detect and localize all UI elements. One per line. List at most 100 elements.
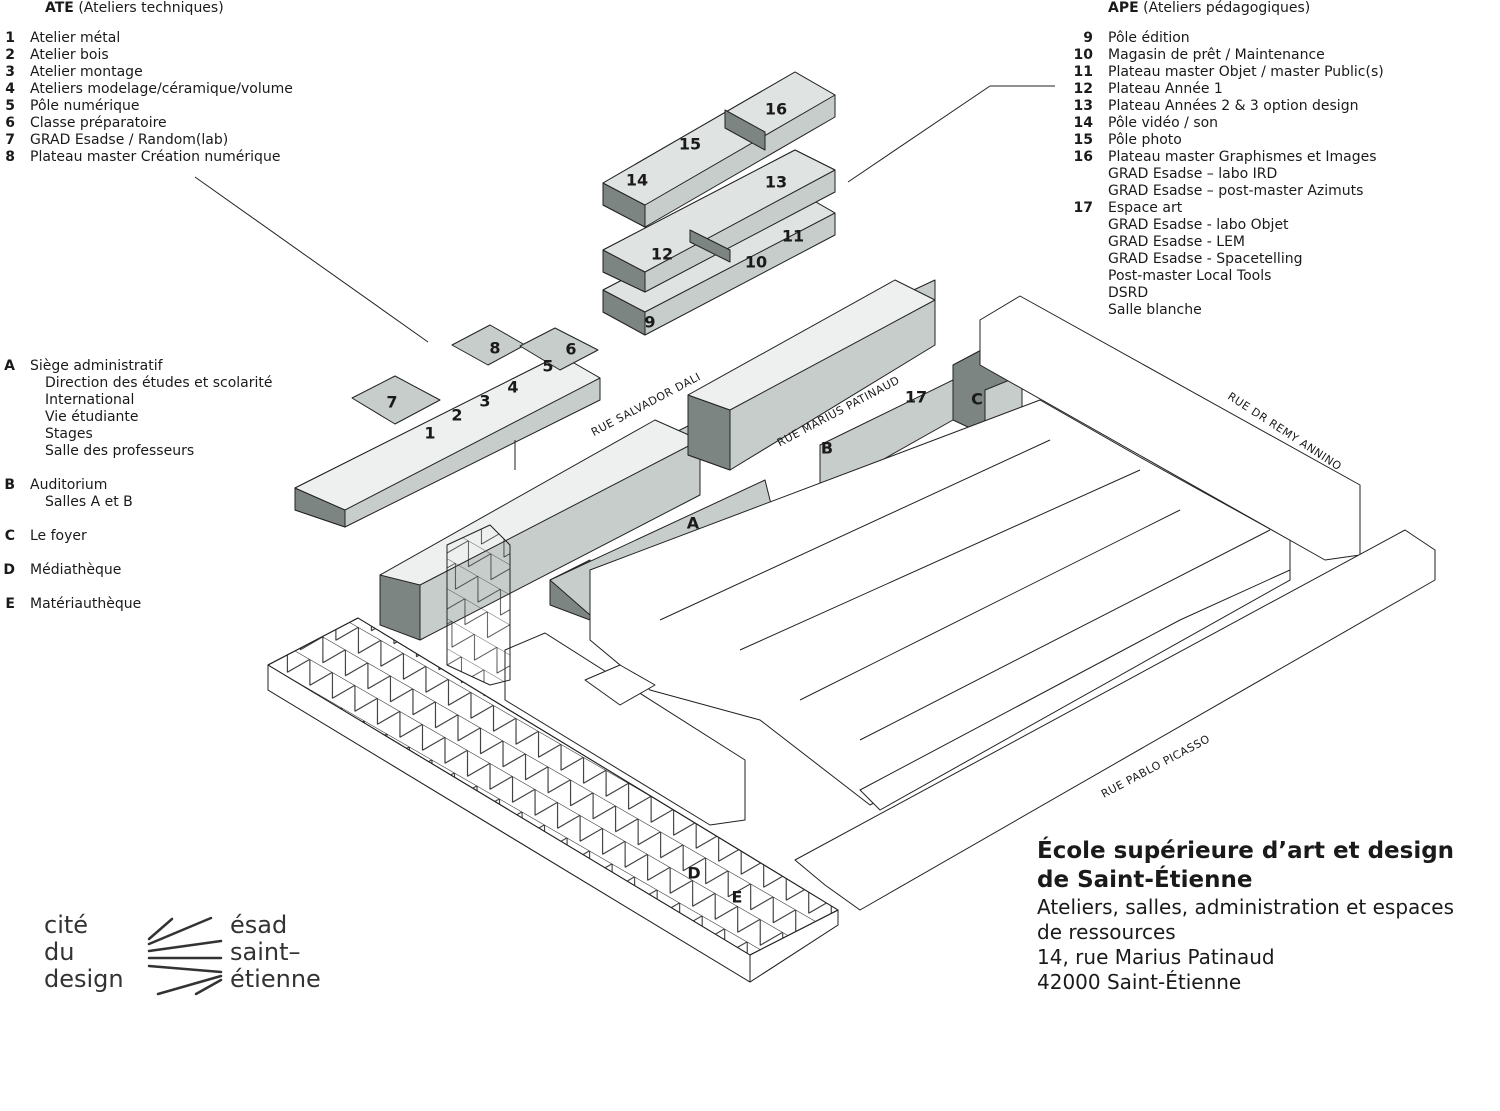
legend-subitem: GRAD Esadse – post-master Azimuts — [1108, 183, 1364, 199]
map-label-13: 13 — [764, 172, 788, 192]
item-label: Matériauthèque — [30, 596, 142, 612]
ate-legend: ATE (Ateliers techniques) 1 Atelier métal… — [0, 0, 293, 166]
ate-title: (Ateliers techniques) — [78, 0, 224, 16]
item-label: Pôle vidéo / son — [1108, 115, 1219, 131]
item-label: Plateau master Création numérique — [30, 149, 281, 165]
item-num: 8 — [5, 149, 15, 165]
item-label: GRAD Esadse / Random(lab) — [30, 132, 229, 148]
legend-building-c: C Le foyer — [0, 528, 273, 545]
item-num: 11 — [1073, 64, 1093, 80]
building-b — [687, 279, 936, 471]
item-label: Atelier métal — [30, 30, 121, 46]
ate-abbr: ATE — [45, 0, 74, 16]
lattice-tower — [446, 524, 511, 686]
item-num: 13 — [1073, 98, 1093, 114]
school-desc-line2: de ressources — [1037, 920, 1176, 944]
legend-item: 1 Atelier métal — [0, 30, 293, 47]
map-label-14: 14 — [625, 170, 649, 190]
item-label: Le foyer — [30, 528, 87, 544]
map-label-e: E — [731, 887, 743, 907]
item-label: Plateau master Objet / master Public(s) — [1108, 64, 1384, 80]
item-num: 5 — [5, 98, 15, 114]
map-label-a: A — [686, 513, 700, 533]
school-desc-line1: Ateliers, salles, administration et espa… — [1037, 895, 1455, 919]
item-letter: E — [5, 596, 15, 612]
item-num: 10 — [1073, 47, 1093, 63]
logo-text: ésad — [230, 911, 288, 939]
item-label: Auditorium — [30, 477, 108, 493]
map-label-11: 11 — [781, 226, 805, 246]
item-num: 12 — [1073, 81, 1093, 97]
map-label-b: B — [820, 438, 834, 458]
school-name-line1: École supérieure d’art et design — [1037, 838, 1455, 864]
legend-subitem: GRAD Esadse - Spacetelling — [1108, 251, 1303, 267]
map-label-1: 1 — [424, 423, 436, 443]
map-label-16: 16 — [764, 99, 788, 119]
ape-title: (Ateliers pédagogiques) — [1143, 0, 1311, 16]
item-label: Plateau master Graphismes et Images — [1108, 149, 1377, 165]
school-address-line2: 42000 Saint-Étienne — [1037, 970, 1242, 994]
legend-item: 4 Ateliers modelage/céramique/volume — [0, 81, 293, 98]
ape-legend: APE (Ateliers pédagogiques) 9 Pôle éditio… — [1060, 0, 1384, 319]
legend-subitem: Post-master Local Tools — [1108, 268, 1272, 284]
item-num: 9 — [1083, 30, 1093, 46]
item-num: 2 — [5, 47, 15, 63]
logo-text: saint– — [230, 938, 301, 966]
item-label: Classe préparatoire — [30, 115, 167, 131]
map-label-d: D — [687, 863, 701, 883]
item-label: Atelier bois — [30, 47, 109, 63]
map-label-2: 2 — [451, 405, 463, 425]
legend-subitem: Direction des études et scolarité — [45, 375, 273, 391]
legend-subitem: GRAD Esadse - LEM — [1108, 234, 1246, 250]
ape-abbr: APE — [1108, 0, 1139, 16]
building-d-e — [267, 617, 839, 983]
map-label-7: 7 — [386, 392, 398, 412]
item-num: 6 — [5, 115, 15, 131]
legend-item: 6 Classe préparatoire — [0, 115, 293, 132]
map-label-3: 3 — [479, 391, 491, 411]
item-num: 4 — [5, 81, 15, 97]
legend-subitem: DSRD — [1108, 285, 1149, 301]
legend-item: 14 Pôle vidéo / son — [1060, 115, 1384, 132]
ape-floors — [602, 71, 836, 336]
legend-subitem: International — [45, 392, 135, 408]
item-letter: C — [4, 528, 15, 544]
item-num: 14 — [1073, 115, 1093, 131]
ate-floor — [294, 324, 601, 528]
school-name-line2: de Saint-Étienne — [1037, 867, 1253, 893]
item-label: Espace art — [1108, 200, 1183, 216]
item-letter: D — [3, 562, 15, 578]
item-label: Pôle photo — [1108, 132, 1182, 148]
legend-subitem: GRAD Esadse - labo Objet — [1108, 217, 1289, 233]
item-label: Plateau Années 2 & 3 option design — [1108, 98, 1359, 114]
item-label: Ateliers modelage/céramique/volume — [30, 81, 293, 97]
map-label-4: 4 — [507, 377, 519, 397]
legend-item: 2 Atelier bois — [0, 47, 293, 64]
item-num: 3 — [5, 64, 15, 80]
item-label: Pôle numérique — [30, 98, 140, 114]
logo-text: du — [44, 938, 75, 966]
map-label-8: 8 — [489, 338, 501, 358]
legend-subitem: Stages — [45, 426, 93, 442]
item-letter: B — [4, 477, 15, 493]
item-label: Siège administratif — [30, 358, 163, 374]
map-label-17: 17 — [904, 387, 928, 407]
legend-subitem: Vie étudiante — [45, 409, 139, 425]
item-label: Pôle édition — [1108, 30, 1190, 46]
leader-line-ape — [847, 85, 991, 183]
leader-line-ate — [194, 176, 429, 343]
item-label: Magasin de prêt / Maintenance — [1108, 47, 1325, 63]
map-label-5: 5 — [542, 356, 554, 376]
map-label-6: 6 — [565, 339, 577, 359]
item-num: 15 — [1073, 132, 1093, 148]
item-num: 1 — [5, 30, 15, 46]
legend-item: 9 Pôle édition — [1060, 30, 1384, 47]
item-num: 17 — [1073, 200, 1093, 216]
legend-item: 17 Espace art — [1060, 200, 1384, 217]
